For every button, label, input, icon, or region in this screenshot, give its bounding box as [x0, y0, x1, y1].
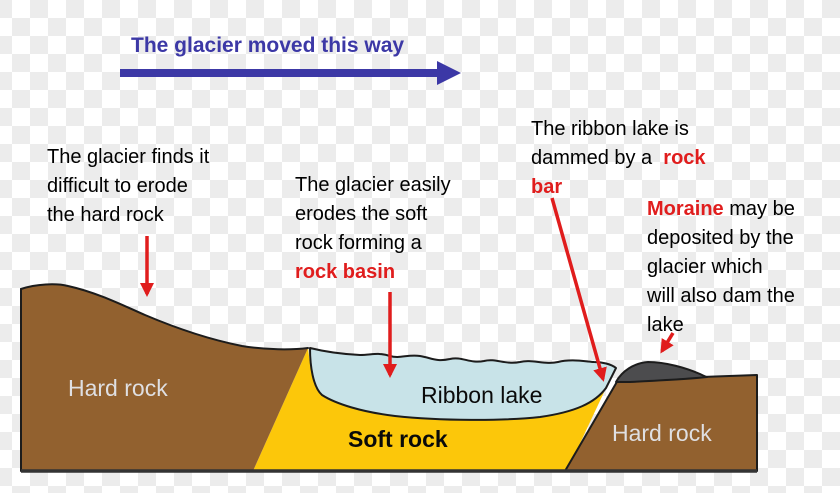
annotation-line: glacier which	[647, 256, 763, 278]
hard-rock-left-shape	[21, 284, 308, 471]
annotation-line: lake	[647, 314, 684, 336]
annotation-line: rock forming a	[295, 232, 422, 254]
glacier-direction-arrowhead-icon	[437, 61, 461, 85]
annotation-line: deposited by the	[647, 227, 794, 249]
annotation-rock-bar: The ribbon lake is dammed by a rock bar	[531, 115, 706, 202]
rock-basin-term: rock basin	[295, 261, 396, 283]
annotation-line: the hard rock	[47, 204, 164, 226]
soft-rock-label: Soft rock	[348, 426, 448, 452]
annotation-text-segment: dammed by a	[531, 147, 664, 169]
rock-bar-term: rock	[663, 147, 706, 169]
annotation-line: difficult to erode	[47, 175, 188, 197]
ribbon-lake-label: Ribbon lake	[421, 382, 542, 408]
soft-rock-shape	[253, 348, 606, 471]
diagram-title: The glacier moved this way	[131, 34, 405, 57]
annotation-line: Moraine may be	[647, 195, 795, 224]
annotation-line: The glacier easily	[295, 174, 451, 196]
rock-bar-pointer-arrow	[550, 197, 607, 382]
annotation-line: will also dam the	[647, 285, 795, 307]
moraine-shape	[615, 361, 708, 383]
annotation-rock-basin: The glacier easily erodes the soft rock …	[295, 171, 451, 287]
annotation-line: The glacier finds it	[47, 146, 210, 168]
hard-rock-right-label: Hard rock	[612, 420, 712, 446]
moraine-term: Moraine	[647, 198, 724, 220]
annotation-line: dammed by a rock	[531, 144, 706, 173]
annotation-hard-rock: The glacier finds it difficult to erode …	[47, 143, 209, 230]
annotation-line: The ribbon lake is	[531, 118, 689, 140]
rock-bar-term-cont: bar	[531, 176, 563, 198]
hard-rock-left-outline	[20, 283, 309, 472]
hard-rock-left-label: Hard rock	[68, 375, 168, 401]
annotation-moraine: Moraine may be deposited by the glacier …	[647, 195, 795, 340]
annotation-text-segment: may be	[723, 198, 795, 220]
annotation-line: erodes the soft	[295, 203, 428, 225]
moraine-pointer-arrow	[660, 332, 675, 354]
